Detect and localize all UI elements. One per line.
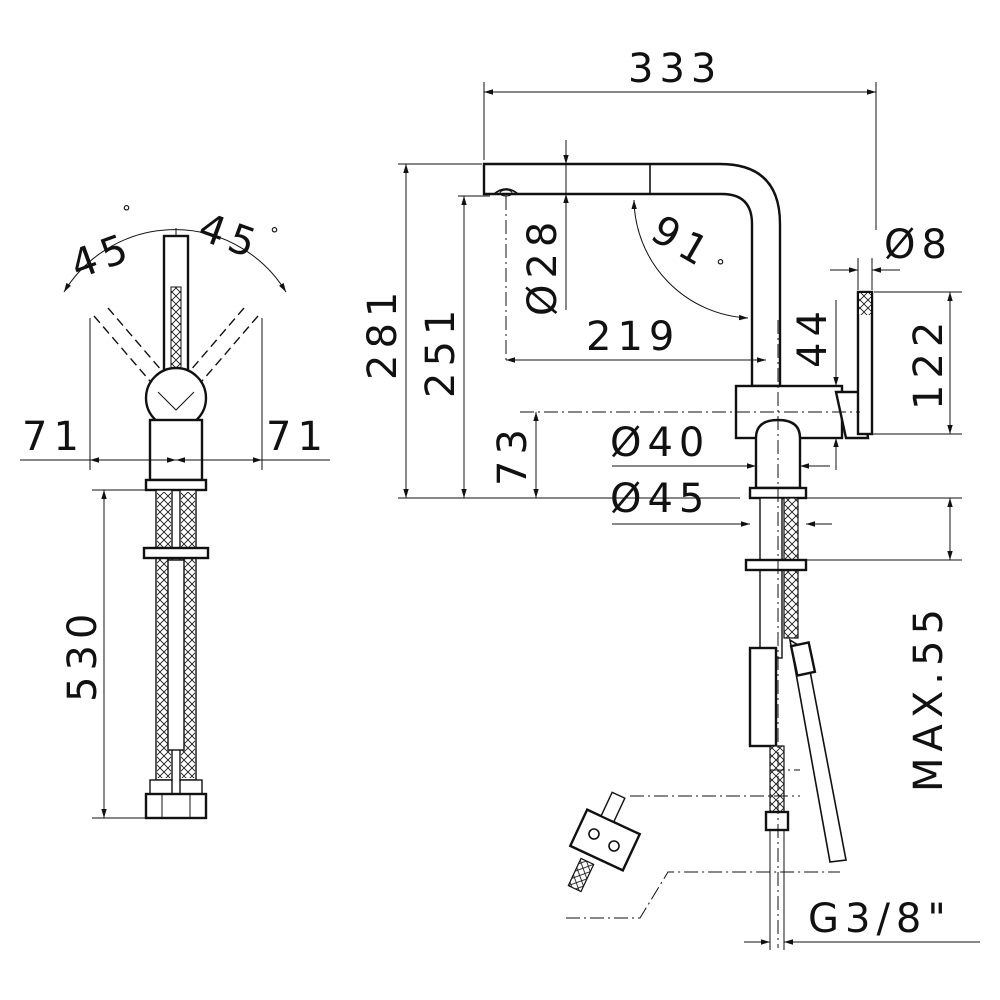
spray-outlet <box>493 188 519 195</box>
front-body-column <box>148 418 204 482</box>
side-mounting-plate <box>744 558 808 572</box>
front-base-flange <box>144 478 208 492</box>
width-right-label: 71 <box>266 414 329 460</box>
thread-label: G3/8" <box>808 896 952 942</box>
swivel-angle-degree: ° <box>716 256 725 277</box>
side-view: 333 281 251 Ø28 91 ° 219 44 Ø8 122 73 Ø4… <box>360 46 980 950</box>
side-supply-hose <box>769 745 785 813</box>
front-fitting-hex <box>144 792 208 820</box>
front-fitting-right-nut <box>179 779 203 795</box>
overall-height-label: 281 <box>360 286 406 380</box>
angle-right-label: 45 <box>192 205 267 270</box>
front-view: 45 ° 45 ° 71 71 530 <box>20 202 330 820</box>
width-left-label: 71 <box>22 414 85 460</box>
lever-diameter-label: Ø8 <box>884 222 953 268</box>
side-supply-fitting <box>764 810 790 832</box>
front-mounting-plate <box>142 546 210 560</box>
pull-out-hose-connector <box>789 641 817 677</box>
side-lever <box>856 290 874 436</box>
body-diameter-label: Ø40 <box>610 420 710 466</box>
swivel-arc <box>631 199 749 321</box>
hose-length-label: 530 <box>60 608 106 702</box>
spout-right-45-ghost <box>183 307 259 389</box>
spout-height-label: 251 <box>418 304 464 398</box>
reach-label: 219 <box>586 314 680 360</box>
body-height-label: 73 <box>490 423 536 486</box>
front-ball-mark <box>157 391 195 411</box>
swivel-angle-label: 91 <box>643 207 720 278</box>
side-spout <box>482 162 782 388</box>
angle-right-degree: ° <box>270 224 279 245</box>
front-rod <box>167 559 185 751</box>
side-lever-tip <box>859 293 871 315</box>
quick-connector <box>567 791 642 893</box>
max-thickness-label: MAX.55 <box>906 603 952 792</box>
side-hose-left <box>759 497 783 659</box>
angle-left-degree: ° <box>122 202 131 223</box>
spout-diameter-label: Ø28 <box>520 216 566 316</box>
lever-height-label: 44 <box>790 305 836 368</box>
front-fitting-left-nut <box>149 779 173 795</box>
side-weight <box>748 646 778 748</box>
connector-leader-bottom <box>566 871 840 919</box>
base-diameter-label: Ø45 <box>610 476 710 522</box>
swing-arc <box>63 229 287 293</box>
angle-left-label: 45 <box>65 224 140 289</box>
overall-length-label: 333 <box>628 46 722 92</box>
spout-left-45-ghost <box>93 307 169 389</box>
handle-height-label: 122 <box>906 316 952 410</box>
